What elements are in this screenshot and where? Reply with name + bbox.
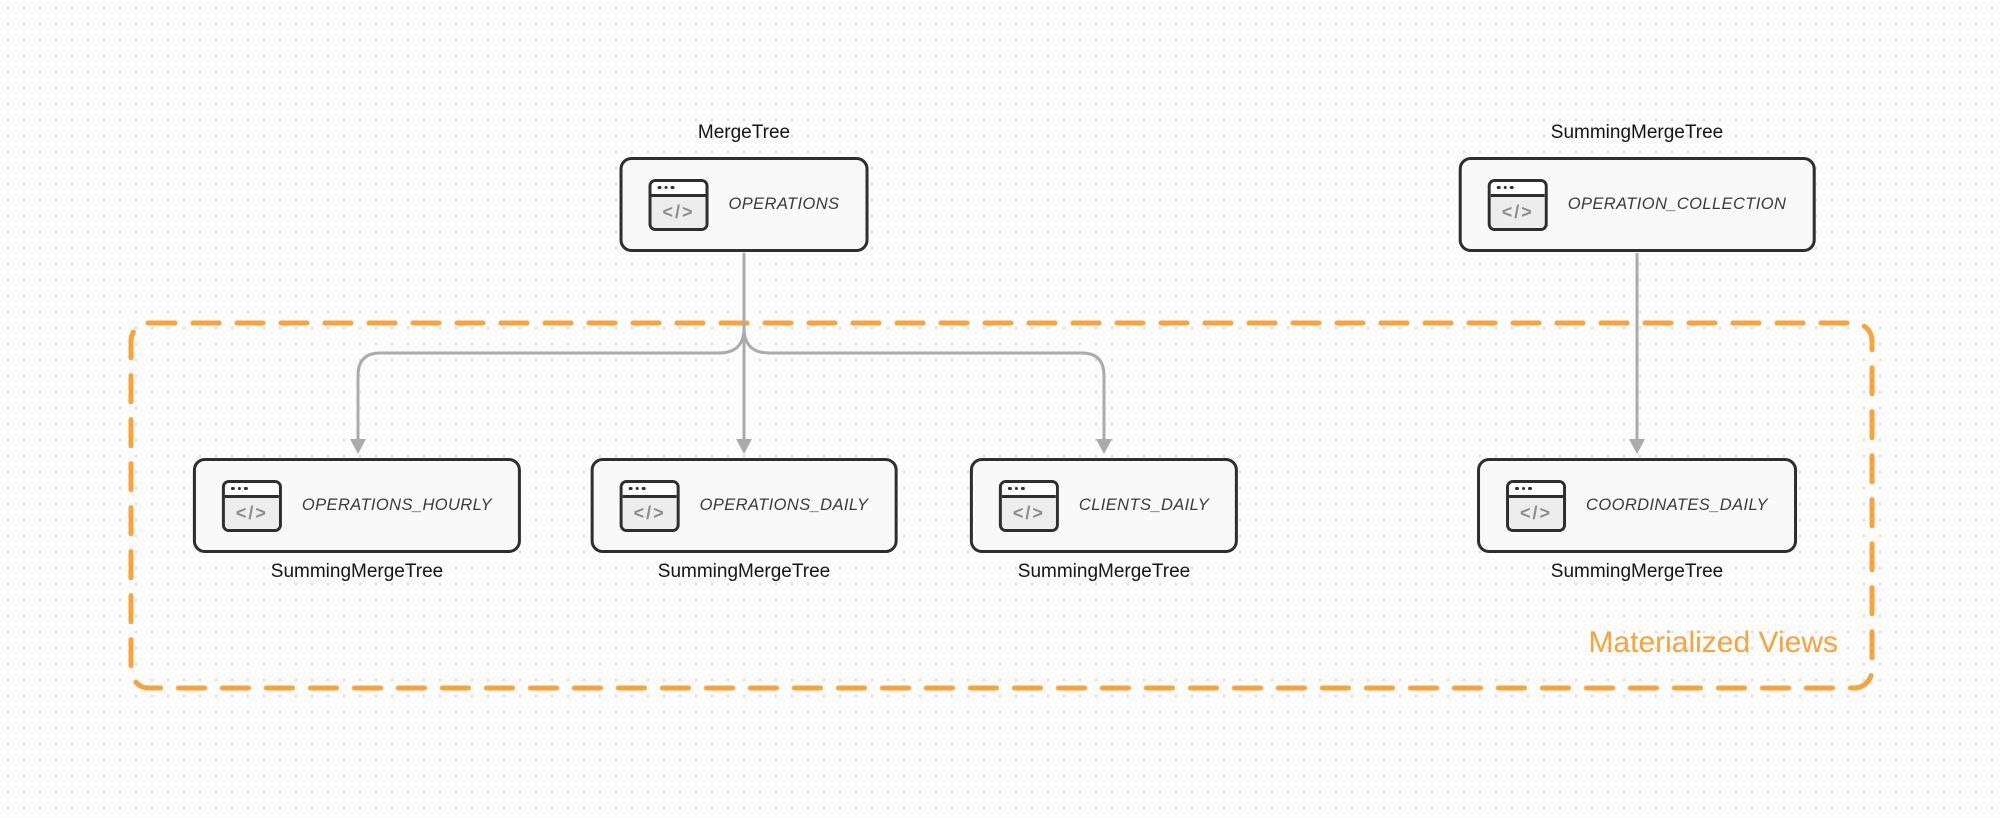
code-glyph: </> <box>224 497 279 529</box>
node-label: OPERATIONS <box>728 195 840 213</box>
engine-label-operations-daily: SummingMergeTree <box>657 561 831 582</box>
code-glyph: </> <box>1490 196 1545 228</box>
code-glyph: </> <box>622 497 677 529</box>
edge-operations-to-operations-hourly <box>356 327 746 440</box>
engine-label-operations: MergeTree <box>697 122 791 143</box>
arrowhead-operations-hourly <box>350 439 366 454</box>
node-label: OPERATION_COLLECTION <box>1567 195 1787 213</box>
node-label: CLIENTS_DAILY <box>1078 496 1210 514</box>
node-label: COORDINATES_DAILY <box>1586 496 1768 514</box>
node-operations-daily: </> OPERATIONS_DAILY <box>590 458 898 553</box>
node-operations-hourly: </> OPERATIONS_HOURLY <box>192 458 522 553</box>
engine-label-coordinates-daily: SummingMergeTree <box>1550 561 1724 582</box>
arrowhead-operations-daily <box>736 439 752 454</box>
node-operation-collection: </> OPERATION_COLLECTION <box>1458 157 1816 252</box>
engine-label-clients-daily: SummingMergeTree <box>1017 561 1191 582</box>
node-coordinates-daily: </> COORDINATES_DAILY <box>1477 458 1797 553</box>
node-clients-daily: </> CLIENTS_DAILY <box>969 458 1239 553</box>
code-window-icon: </> <box>1506 479 1567 532</box>
code-glyph: </> <box>1509 497 1564 529</box>
node-label: OPERATIONS_DAILY <box>699 496 869 514</box>
engine-label-operation-collection: SummingMergeTree <box>1550 122 1724 143</box>
code-window-icon: </> <box>619 479 680 532</box>
code-window-icon: </> <box>648 178 709 231</box>
code-glyph: </> <box>1001 497 1056 529</box>
materialized-views-label: Materialized Views <box>1588 626 1838 659</box>
node-operations: </> OPERATIONS <box>619 157 869 252</box>
code-window-icon: </> <box>1487 178 1548 231</box>
engine-label-operations-hourly: SummingMergeTree <box>270 561 444 582</box>
code-window-icon: </> <box>998 479 1059 532</box>
code-window-icon: </> <box>221 479 282 532</box>
arrowhead-coordinates-daily <box>1629 439 1645 454</box>
edge-operations-to-clients-daily <box>742 327 1106 440</box>
code-glyph: </> <box>651 196 706 228</box>
arrowhead-clients-daily <box>1096 439 1112 454</box>
node-label: OPERATIONS_HOURLY <box>301 496 493 514</box>
